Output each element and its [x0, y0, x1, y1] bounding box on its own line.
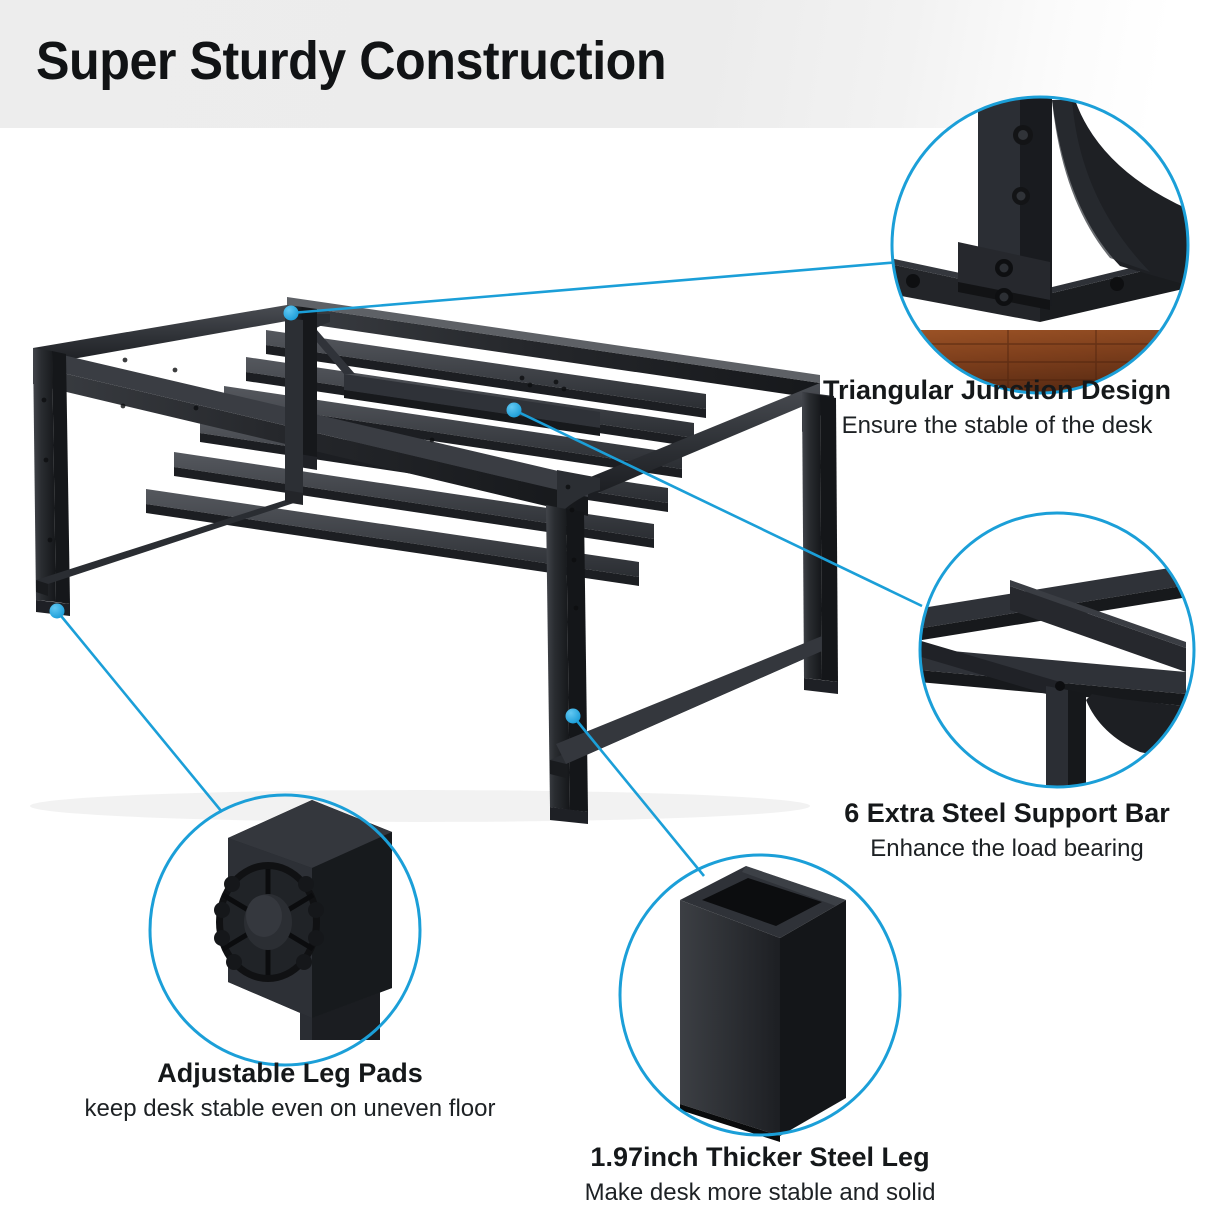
bolt-icon: [906, 125, 1124, 306]
callout-circle-leg-pads: [148, 793, 422, 1067]
connector-pads: [55, 610, 224, 813]
callout-subtitle: keep desk stable even on uneven floor: [84, 1095, 496, 1123]
leg-center: [285, 318, 303, 500]
callout-title: Adjustable Leg Pads: [157, 1058, 423, 1088]
connector-junction: [290, 260, 901, 315]
leg-pad-detail: [214, 800, 392, 1040]
desk-frame-illustration: [30, 297, 838, 824]
steel-tube-detail: [680, 866, 846, 1142]
callout-label-leg-pads: Adjustable Leg Pads keep desk stable eve…: [40, 1058, 540, 1124]
callout-title: 6 Extra Steel Support Bar: [844, 798, 1170, 828]
callout-label-triangular-junction: Triangular Junction Design Ensure the st…: [780, 375, 1214, 441]
page-title: Super Sturdy Construction: [36, 31, 667, 91]
connector-leg: [571, 715, 706, 877]
callout-subtitle: Ensure the stable of the desk: [841, 412, 1153, 440]
connector-support: [513, 408, 923, 608]
callout-label-steel-leg: 1.97inch Thicker Steel Leg Make desk mor…: [540, 1142, 980, 1208]
callout-label-support-bar: 6 Extra Steel Support Bar Enhance the lo…: [800, 798, 1214, 864]
callout-circle-support-bar: [918, 511, 1196, 789]
callout-subtitle: Make desk more stable and solid: [584, 1179, 936, 1207]
callout-title: 1.97inch Thicker Steel Leg: [590, 1142, 930, 1172]
callout-circle-steel-leg: [618, 853, 902, 1142]
callout-title: Triangular Junction Design: [822, 375, 1172, 405]
callout-connectors: [55, 260, 923, 877]
callout-subtitle: Enhance the load bearing: [870, 835, 1144, 863]
frame-bolts: [41, 357, 579, 611]
leg-back-right: [802, 392, 838, 694]
callout-circle-triangular-junction: [890, 95, 1190, 395]
callout-anchor-dots: [49, 305, 581, 724]
pad-scallops-icon: [214, 876, 324, 970]
leg-front-right: [546, 505, 588, 824]
